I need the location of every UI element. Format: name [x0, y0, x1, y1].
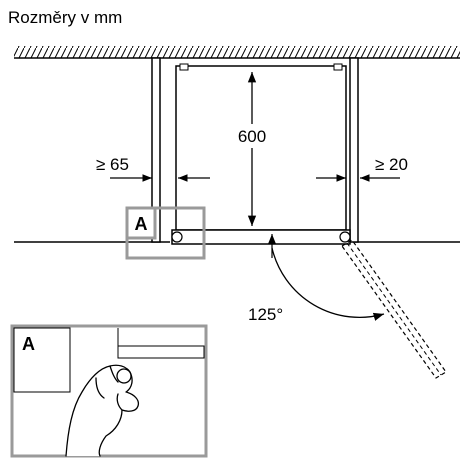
- left-side-panel: [151, 57, 161, 243]
- door-hinge-left: [171, 231, 183, 243]
- left-clearance-label: ≥ 65: [96, 155, 129, 174]
- hand-illustration: [65, 364, 140, 457]
- door-angle-arc: [271, 247, 385, 321]
- depth-label-bg: [232, 124, 272, 148]
- open-door-outline: [341, 239, 447, 379]
- page-title: Rozměry v mm: [8, 8, 123, 27]
- detail-marker-letter: A: [135, 214, 148, 234]
- door-angle-label: 125°: [248, 305, 283, 324]
- ceiling-hatch: [14, 46, 460, 58]
- inset-side-panel: [13, 327, 71, 393]
- right-clearance-label: ≥ 20: [375, 155, 408, 174]
- right-side-panel: [349, 57, 359, 243]
- open-door-inner-line: [346, 242, 442, 376]
- top-fixing-left: [179, 63, 189, 71]
- inset-door-edge: [117, 345, 205, 359]
- door-hinge-right: [339, 231, 351, 243]
- top-fixing-right: [333, 63, 343, 71]
- depth-label: 600: [238, 127, 266, 146]
- appliance-door: [171, 229, 351, 245]
- detail-inset-letter: A: [22, 334, 35, 354]
- detail-marker-tag: [125, 206, 157, 240]
